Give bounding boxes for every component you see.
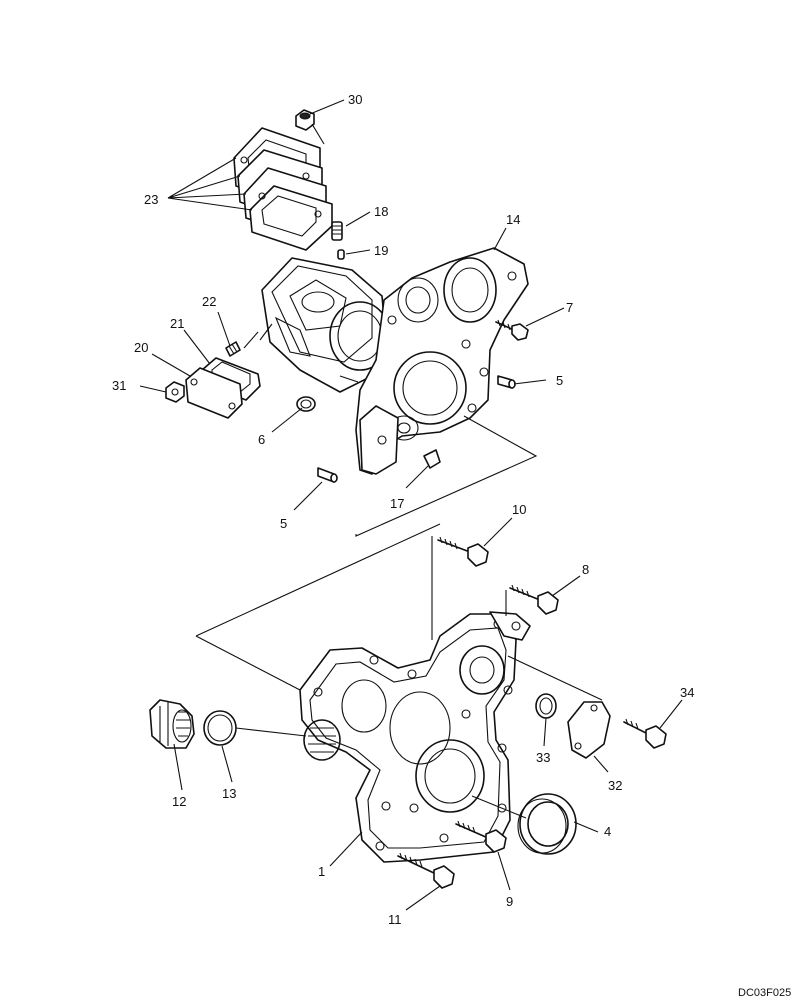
callout-7: 7 <box>566 300 573 315</box>
part-10-bolt <box>437 536 489 567</box>
callout-5-upper: 5 <box>556 373 563 388</box>
callout-18: 18 <box>374 204 388 219</box>
leader-lines <box>139 99 683 911</box>
part-4-oil-seal <box>517 793 577 855</box>
callout-5-lower: 5 <box>280 516 287 531</box>
callout-9: 9 <box>506 894 513 909</box>
part-12-cap <box>149 699 195 749</box>
callout-10: 10 <box>512 502 526 517</box>
callout-14: 14 <box>506 212 520 227</box>
part-17-plug <box>423 449 441 469</box>
callout-33: 33 <box>536 750 550 765</box>
front-cover <box>299 611 531 863</box>
part-19-pin <box>337 249 345 260</box>
part-22-stud <box>225 341 241 357</box>
part-30-nut <box>295 109 315 131</box>
callout-20: 20 <box>134 340 148 355</box>
part-5-dowel-pin-upper <box>497 375 516 389</box>
callout-30: 30 <box>348 92 362 107</box>
reference-code: DC03F025 <box>738 987 791 999</box>
part-8-bolt <box>509 584 559 615</box>
part-23-gasket-stack <box>233 127 333 251</box>
part-6-o-ring <box>296 396 316 412</box>
callout-17: 17 <box>390 496 404 511</box>
callout-11: 11 <box>388 912 402 927</box>
part-18-stud <box>331 221 343 241</box>
part-32-cover-plate <box>567 701 611 759</box>
part-13-o-ring <box>203 710 237 746</box>
callout-32: 32 <box>608 778 622 793</box>
callout-6: 6 <box>258 432 265 447</box>
part-33-o-ring <box>535 693 557 719</box>
callout-8: 8 <box>582 562 589 577</box>
part-31-nut <box>165 381 185 403</box>
callout-4: 4 <box>604 824 611 839</box>
callout-13: 13 <box>222 786 236 801</box>
part-5-dowel-pin-lower <box>317 467 338 483</box>
part-9-bolt <box>455 820 507 853</box>
part-11-bolt <box>397 852 455 889</box>
callout-1: 1 <box>318 864 325 879</box>
callout-22: 22 <box>202 294 216 309</box>
part-34-bolt <box>623 718 667 749</box>
callout-34: 34 <box>680 685 694 700</box>
callout-12: 12 <box>172 794 186 809</box>
callout-23: 23 <box>144 192 158 207</box>
callout-21: 21 <box>170 316 184 331</box>
gear-case-housing <box>261 247 529 475</box>
assembly-lines <box>195 123 603 819</box>
part-20-cover-plate <box>185 367 243 419</box>
callout-31: 31 <box>112 378 126 393</box>
part-7-bolt <box>495 319 529 341</box>
callouts: 30 23 18 19 14 7 22 21 20 31 5 6 17 5 10… <box>112 92 694 927</box>
callout-19: 19 <box>374 243 388 258</box>
